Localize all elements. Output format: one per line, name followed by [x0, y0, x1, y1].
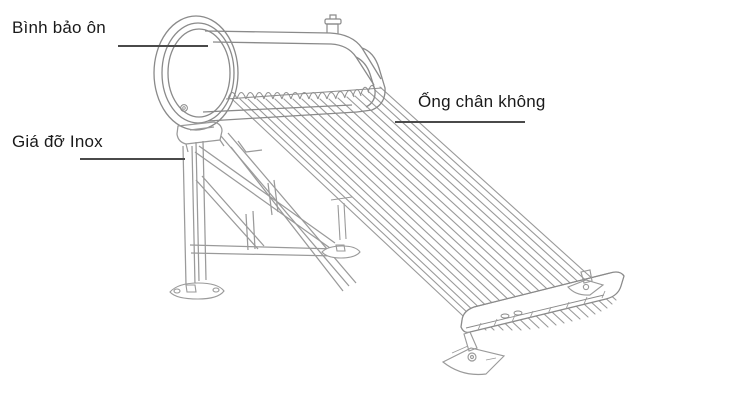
tank-vent-plug: [324, 14, 342, 34]
bottom-tube-rail: [460, 271, 625, 334]
tube-end-caps: [477, 290, 606, 331]
foot-plate-bottom-front: [441, 331, 506, 376]
storage-tank: [153, 15, 386, 131]
label-stainless-frame: Giá đỡ Inox: [12, 132, 103, 151]
middle-support-leg: [330, 196, 353, 241]
label-vacuum-tubes: Ống chân không: [418, 92, 546, 111]
leader-line-frame: [80, 158, 185, 160]
leader-line-tank: [118, 45, 208, 47]
support-frame: [176, 121, 357, 292]
tube-socket-row: [225, 84, 383, 100]
vacuum-tube-array: [231, 86, 617, 331]
leader-line-tubes: [395, 121, 525, 123]
label-insulated-tank: Bình bảo ôn: [12, 18, 106, 37]
foot-plate-bottom-rear: [567, 269, 605, 296]
foot-plate-front-left: [169, 282, 225, 300]
foot-plate-rear-left: [321, 244, 361, 259]
